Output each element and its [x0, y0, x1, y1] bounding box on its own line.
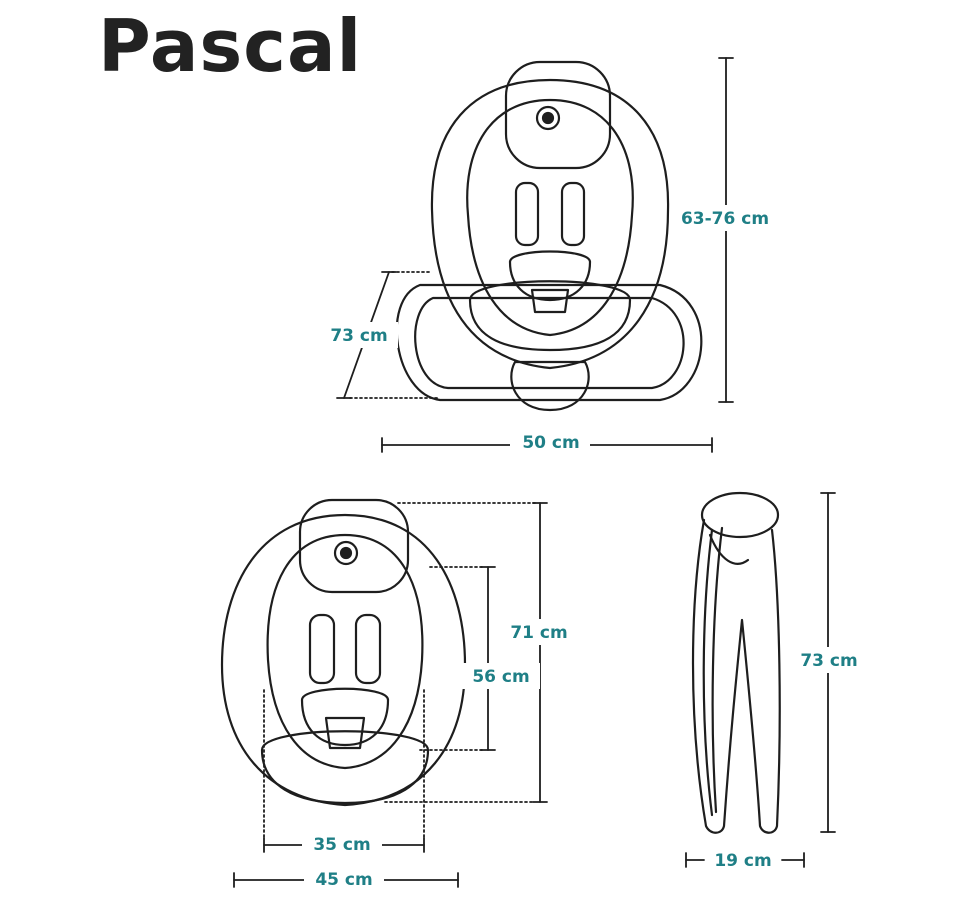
harness-strap-right — [560, 181, 586, 247]
front-seat-base-cushion — [260, 730, 430, 805]
seat-front-view-illustration — [220, 498, 467, 807]
front-backrest-label: 56 cm — [472, 667, 529, 687]
product-title: Pascal — [98, 4, 363, 88]
side-height-label: 73 cm — [800, 651, 857, 671]
front-width-label: 45 cm — [315, 870, 372, 890]
headrest — [504, 60, 612, 170]
seat-side-view-illustration — [691, 491, 781, 834]
logo-mark — [535, 105, 561, 131]
swing-base-inner — [414, 296, 685, 390]
front-dimension-lines — [233, 502, 548, 888]
front-seat-shell — [220, 513, 467, 807]
front-harness-strap-left — [308, 613, 336, 685]
swing-base-frame — [395, 283, 703, 402]
seat-cushion — [466, 98, 634, 337]
side-depth-label: 19 cm — [714, 851, 771, 871]
front-harness-strap-right — [354, 613, 382, 685]
top-dimension-lines — [336, 57, 734, 453]
foot-tab — [510, 360, 590, 412]
top-width-label: 50 cm — [522, 433, 579, 453]
front-buckle-pad — [300, 687, 390, 747]
side-shell-outer — [691, 518, 781, 834]
side-dimension-lines — [685, 492, 836, 868]
harness-strap-left — [514, 181, 540, 247]
seat-base-cushion — [468, 280, 632, 352]
seat-top-view-illustration — [395, 60, 703, 412]
front-seat-width-label: 35 cm — [313, 835, 370, 855]
seat-shell — [430, 78, 670, 370]
side-headrest — [700, 491, 780, 539]
buckle-pad — [508, 250, 592, 302]
front-seat-cushion — [266, 533, 424, 770]
front-height-label: 71 cm — [510, 623, 567, 643]
side-shell-inner — [702, 526, 724, 817]
front-headrest — [298, 498, 410, 594]
top-height-label: 63-76 cm — [681, 209, 769, 229]
top-depth-label: 73 cm — [330, 326, 387, 346]
front-logo-mark — [333, 540, 359, 566]
